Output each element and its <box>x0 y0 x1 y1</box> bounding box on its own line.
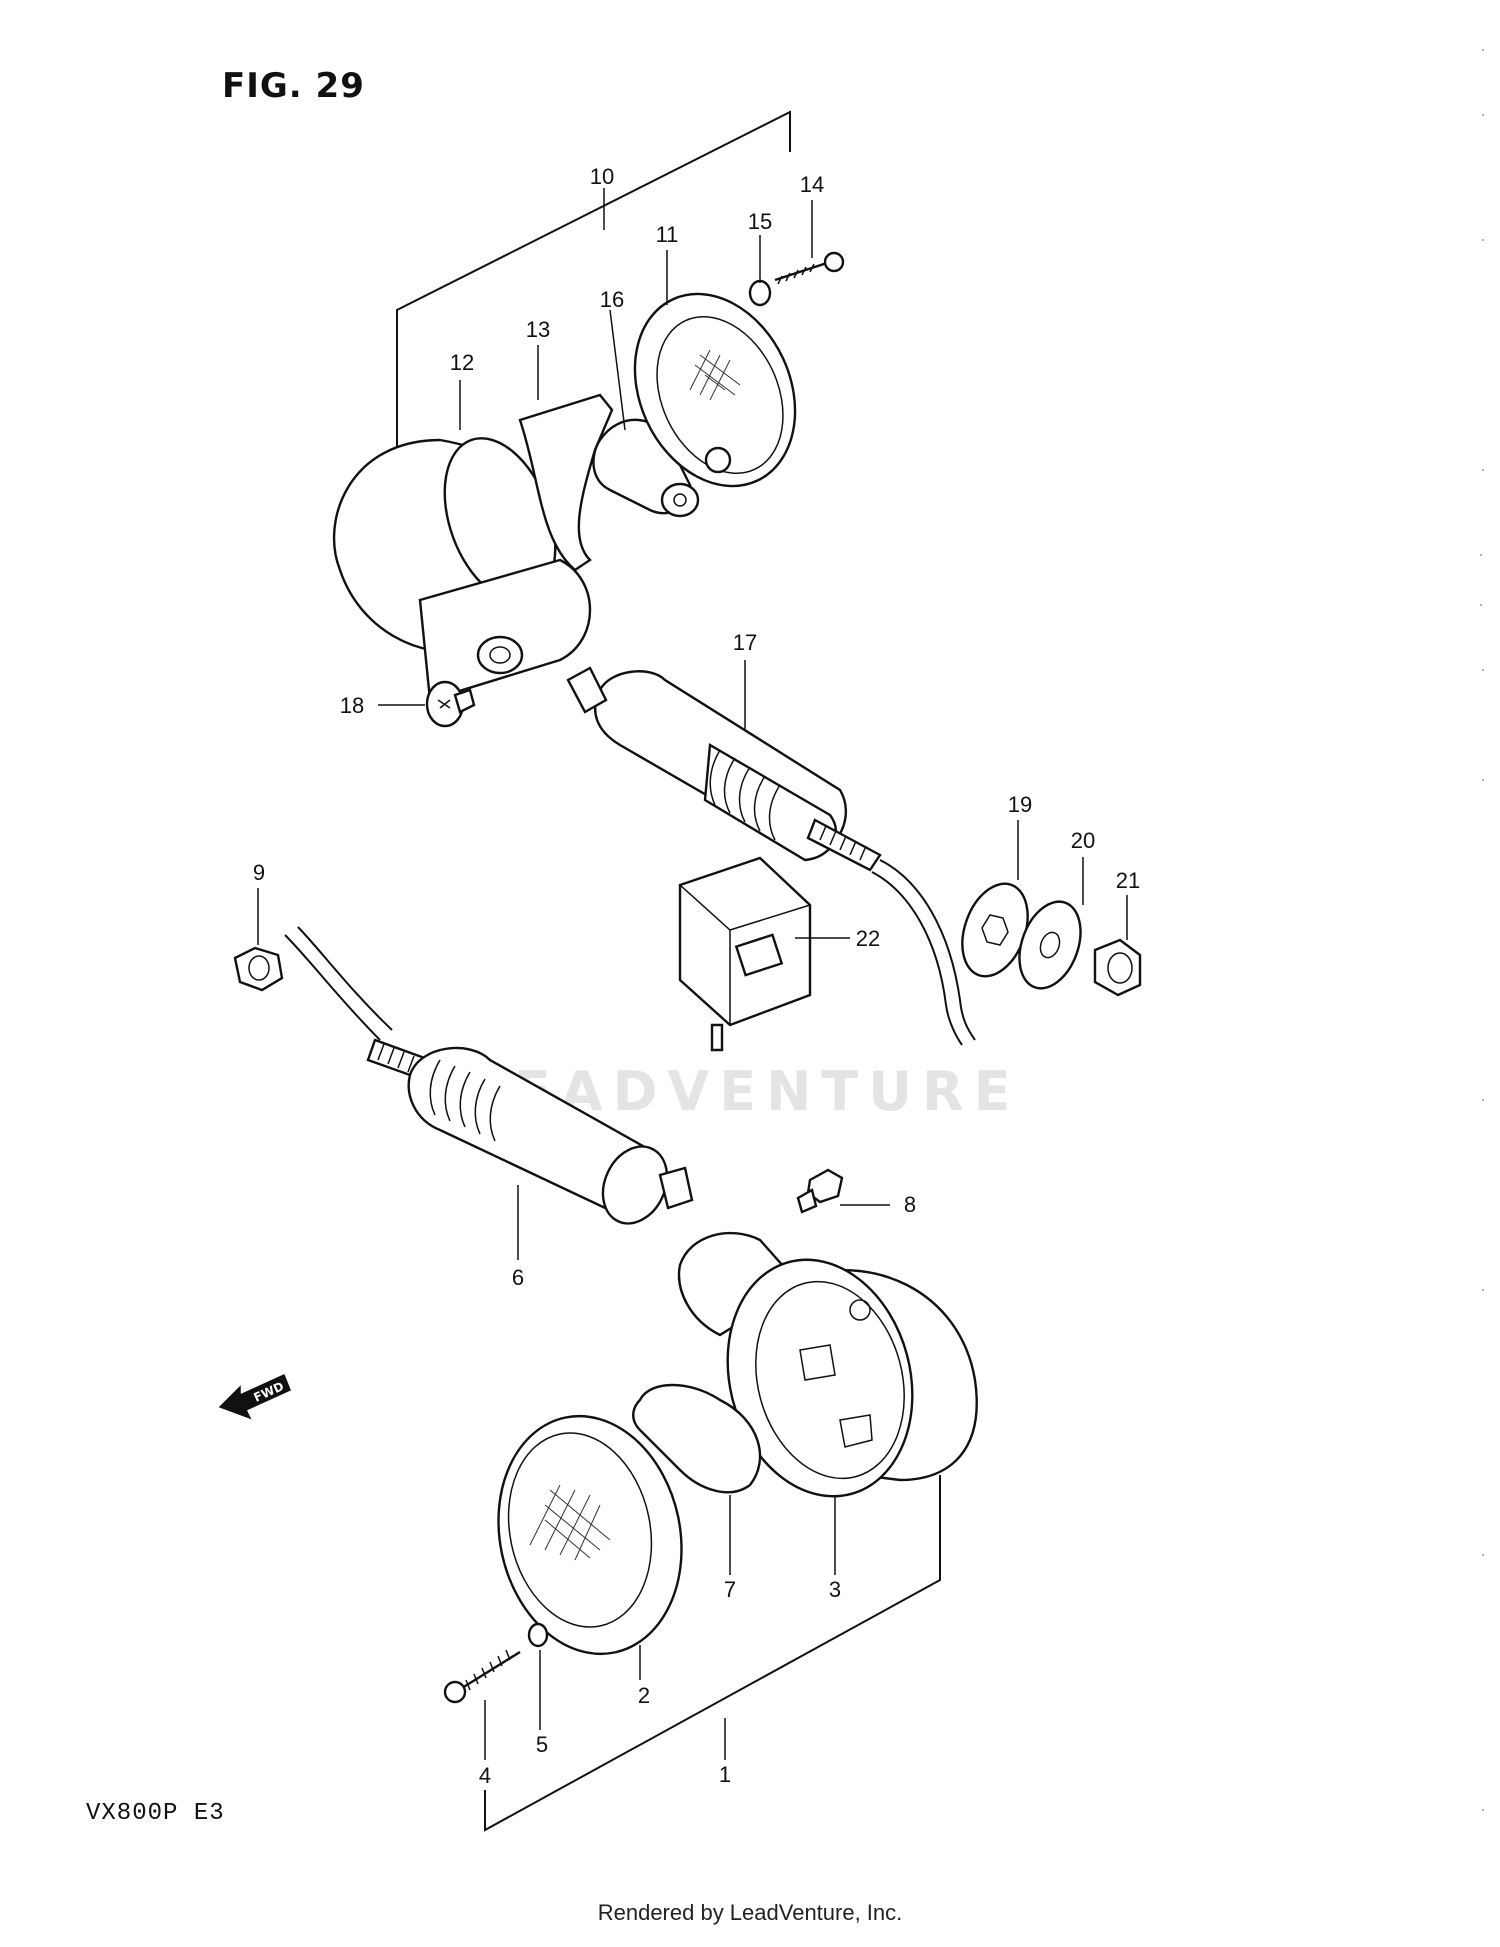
callout-15: 15 <box>748 209 772 234</box>
callout-16: 16 <box>600 287 624 312</box>
callout-20: 20 <box>1071 828 1095 853</box>
callout-18: 18 <box>340 693 364 718</box>
lower-turn-signal-assembly <box>284 926 978 1832</box>
upper-bulb <box>592 418 700 518</box>
upper-lens-screw <box>774 251 845 285</box>
figure-title: FIG. 29 <box>222 66 365 106</box>
upper-stem-boot <box>566 666 976 1046</box>
upper-washer-20 <box>1018 900 1082 990</box>
scan-edge-marks <box>1480 49 1484 1811</box>
lower-mount-screw <box>796 1168 844 1214</box>
turn-signal-relay <box>678 856 812 1052</box>
lower-lens-washer <box>527 1622 549 1648</box>
upper-socket-clip <box>518 393 614 572</box>
callout-3: 3 <box>829 1577 841 1602</box>
upper-turn-signal-assembly <box>332 110 1142 1046</box>
callout-11: 11 <box>656 222 679 247</box>
callout-6: 6 <box>512 1265 524 1290</box>
upper-housing <box>332 437 592 702</box>
callout-4: 4 <box>479 1763 491 1788</box>
lower-bulb <box>632 1383 762 1494</box>
upper-lens-washer <box>748 279 772 307</box>
lower-housing <box>726 1258 978 1498</box>
callout-2: 2 <box>638 1683 650 1708</box>
callout-14: 14 <box>800 172 824 197</box>
callout-17: 17 <box>733 630 757 655</box>
callout-8: 8 <box>904 1192 916 1217</box>
leader-lines <box>257 188 1128 1760</box>
upper-lens <box>633 292 797 488</box>
upper-mount-screw <box>425 680 476 728</box>
callout-9: 9 <box>253 860 265 885</box>
callout-5: 5 <box>536 1732 548 1757</box>
callout-7: 7 <box>724 1577 736 1602</box>
lower-lens <box>497 1414 683 1656</box>
lower-nut-9 <box>233 946 284 992</box>
callout-22: 22 <box>856 926 880 951</box>
upper-washer-19 <box>961 882 1029 978</box>
callout-19: 19 <box>1008 792 1032 817</box>
callout-12: 12 <box>450 350 474 375</box>
callout-21: 21 <box>1116 868 1140 893</box>
render-credit-footer: Rendered by LeadVenture, Inc. <box>597 1900 903 1925</box>
callout-10: 10 <box>590 164 614 189</box>
callout-1: 1 <box>719 1762 731 1787</box>
lower-lens-screw <box>443 1649 521 1704</box>
callout-numbers: 10 11 15 14 12 13 16 17 18 19 20 21 22 9… <box>253 164 1140 1788</box>
forward-direction-arrow: FWD <box>218 1373 291 1420</box>
model-code: VX800P E3 <box>86 1800 225 1827</box>
upper-nut-21 <box>1093 938 1142 997</box>
callout-13: 13 <box>526 317 550 342</box>
